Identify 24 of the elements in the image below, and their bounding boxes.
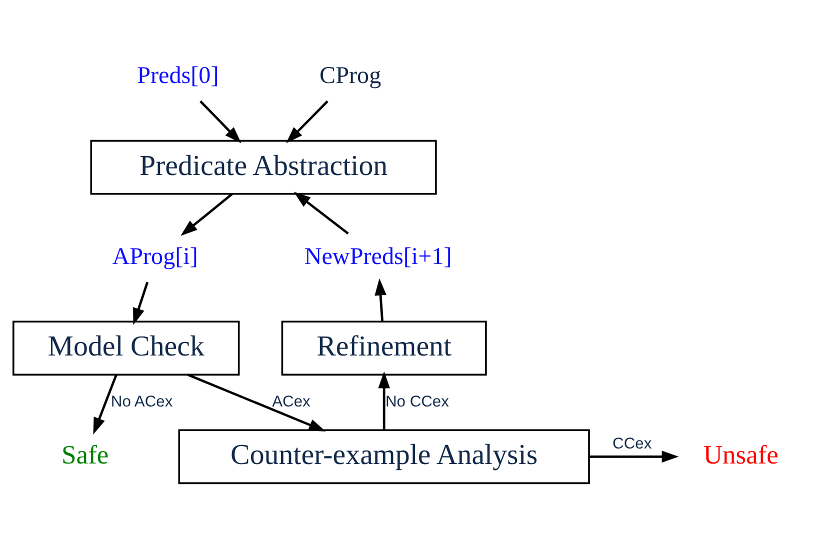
node-box: Counter-example Analysis: [178, 429, 590, 484]
node-box: Predicate Abstraction: [90, 140, 437, 195]
arrow: [286, 100, 328, 144]
edge-label: CCex: [612, 436, 652, 453]
node-text: NewPreds[i+1]: [304, 244, 452, 270]
edge-label: ACex: [272, 394, 310, 411]
arrow: [378, 371, 390, 430]
node-text: Safe: [62, 439, 109, 470]
edge-label: No CCex: [385, 394, 449, 411]
arrow: [180, 193, 233, 236]
arrow: [200, 100, 242, 144]
arrow: [93, 374, 118, 434]
arrow: [133, 282, 149, 325]
edge-label: No ACex: [110, 394, 173, 411]
arrow: [374, 278, 386, 322]
node-text: Unsafe: [703, 439, 778, 470]
arrow: [294, 192, 349, 235]
arrow: [187, 374, 326, 432]
node-text: AProg[i]: [112, 244, 198, 270]
arrow: [589, 450, 679, 463]
node-box: Refinement: [281, 320, 487, 376]
node-text: CProg: [320, 62, 382, 89]
node-box: Model Check: [12, 320, 240, 376]
node-text: Preds[0]: [137, 62, 219, 89]
